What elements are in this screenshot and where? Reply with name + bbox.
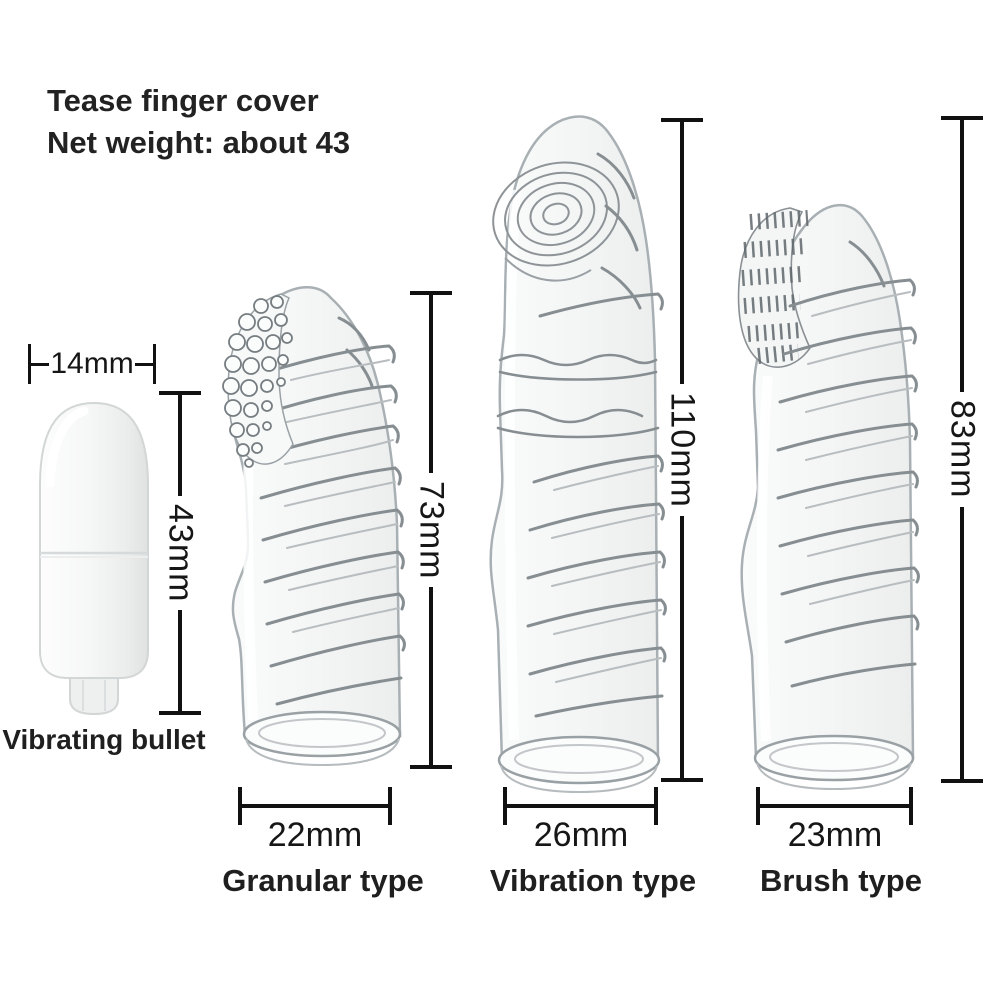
dimension-tick bbox=[153, 344, 157, 384]
dimension-tick bbox=[941, 779, 983, 783]
header-title: Tease finger cover bbox=[47, 83, 319, 118]
dimension-tick bbox=[388, 787, 392, 825]
vibration-width-label: 26mm bbox=[533, 816, 629, 854]
dimension-tick bbox=[410, 291, 452, 295]
brush-type-label: Brush type bbox=[760, 863, 922, 898]
brush-finger-cover-illustration bbox=[737, 203, 920, 791]
header-net-weight: Net weight: about 43 bbox=[47, 125, 351, 160]
bullet-height-dimension: 43mm bbox=[158, 391, 202, 715]
vibration-finger-cover-illustration bbox=[489, 115, 667, 794]
dimension-tick bbox=[159, 391, 201, 395]
bullet-width-dimension: 14mm bbox=[28, 342, 157, 386]
dimension-tick bbox=[661, 118, 703, 122]
brush-width-dimension bbox=[756, 787, 913, 825]
brush-width-label: 23mm bbox=[787, 816, 883, 854]
brush-height-dimension: 83mm bbox=[940, 116, 984, 783]
granular-height-dimension: 73mm bbox=[409, 291, 453, 769]
brush-height-label: 83mm bbox=[943, 400, 982, 499]
granular-finger-cover-illustration bbox=[222, 286, 406, 767]
dimension-tick bbox=[410, 765, 452, 769]
bullet-height-label: 43mm bbox=[161, 503, 200, 603]
vibration-type-label: Vibration type bbox=[489, 863, 697, 898]
dimension-tick bbox=[159, 711, 201, 715]
dimension-tick bbox=[238, 787, 242, 825]
dimension-tick bbox=[654, 787, 658, 825]
vibration-width-dimension bbox=[503, 787, 658, 825]
granular-height-label: 73mm bbox=[412, 480, 451, 580]
vibration-height-label: 110mm bbox=[663, 392, 702, 508]
dimension-tick bbox=[661, 778, 703, 783]
bullet-width-label: 14mm bbox=[50, 347, 134, 380]
dimension-tick bbox=[756, 787, 760, 825]
granular-width-dimension bbox=[238, 787, 392, 825]
dimension-tick bbox=[941, 116, 983, 120]
dimension-tick bbox=[503, 787, 507, 825]
vibrating-bullet-illustration bbox=[39, 401, 149, 716]
granular-width-label: 22mm bbox=[267, 816, 363, 854]
dimension-tick bbox=[28, 344, 31, 384]
bullet-caption: Vibrating bullet bbox=[2, 724, 206, 755]
granular-type-label: Granular type bbox=[222, 863, 424, 898]
dimension-tick bbox=[909, 787, 913, 825]
vibration-height-dimension: 110mm bbox=[660, 118, 704, 783]
header: Tease finger cover Net weight: about 43 bbox=[47, 80, 350, 164]
